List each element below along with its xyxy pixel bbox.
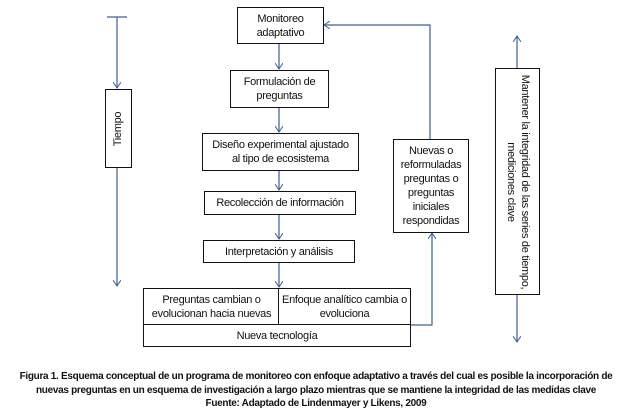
- preguntas-cambian-box: Preguntas cambian o evolucionan hacia nu…: [143, 288, 280, 326]
- figure-caption: Figura 1. Esquema conceptual de un progr…: [0, 370, 632, 411]
- caption-line-1: Figura 1. Esquema conceptual de un progr…: [19, 371, 613, 382]
- arrow-cambios-feedback: [410, 233, 432, 326]
- feedback-box: Nuevas o reformuladas preguntas o pregun…: [393, 139, 469, 233]
- integrity-box: Mantener la integridad de las series de …: [495, 68, 540, 295]
- caption-source: Fuente: Adaptado de Lindenmayer y Likens…: [205, 398, 427, 409]
- integrity-label: Mantener la integridad de las series de …: [504, 74, 531, 289]
- tecnologia-box: Nueva tecnología: [143, 324, 411, 347]
- caption-line-2: nuevas preguntas en un esquema de invest…: [35, 384, 596, 396]
- recoleccion-box: Recolección de información: [204, 191, 356, 215]
- time-box: Tiempo: [105, 89, 132, 168]
- interpretacion-box: Interpretación y análisis: [203, 240, 355, 263]
- monitoreo-box: Monitoreo adaptativo: [237, 7, 324, 44]
- time-label: Tiempo: [112, 111, 125, 146]
- formulacion-box: Formulación de preguntas: [230, 70, 329, 108]
- enfoque-box: Enfoque analítico cambia o evoluciona: [278, 288, 411, 326]
- diseno-box: Diseño experimental ajustado al tipo de …: [202, 133, 359, 171]
- arrow-feedback-monitoreo: [324, 25, 431, 139]
